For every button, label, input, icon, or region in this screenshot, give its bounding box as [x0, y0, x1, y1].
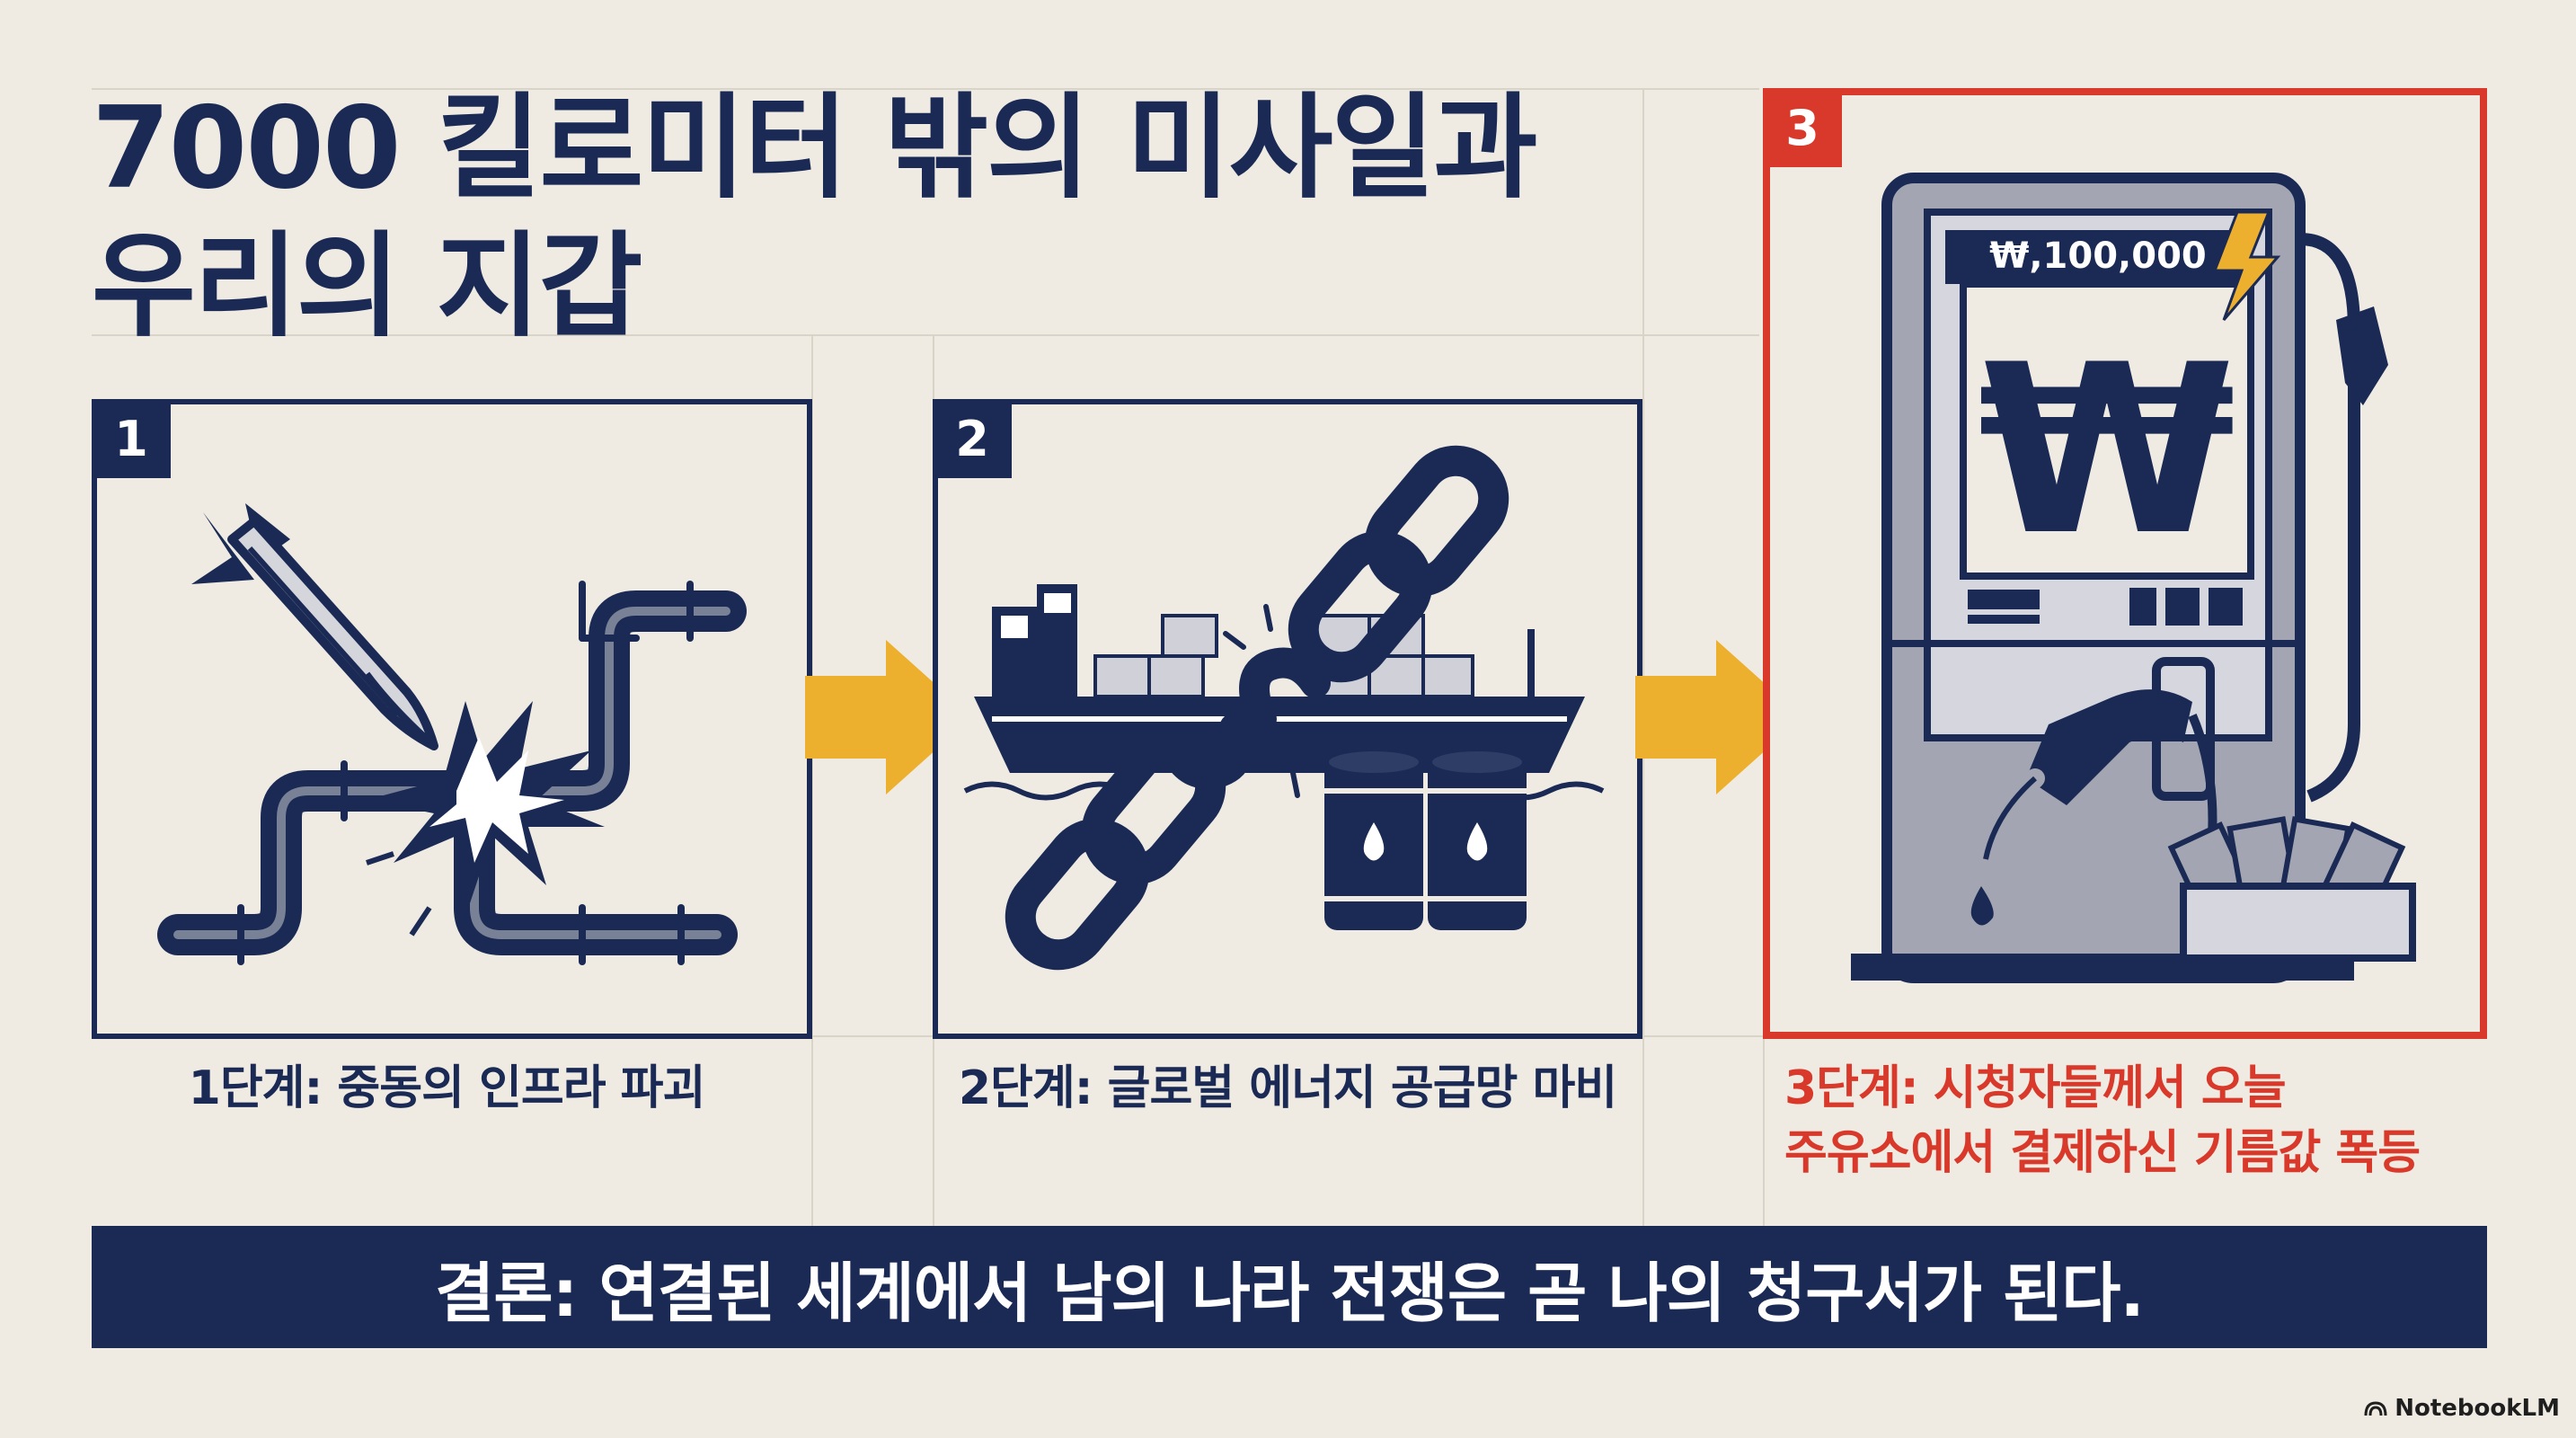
- watermark: NotebookLM: [2364, 1395, 2560, 1422]
- explosion-icon: [366, 701, 605, 936]
- notebooklm-logo-icon: [2364, 1401, 2387, 1416]
- step-3-badge: 3: [1763, 88, 1842, 167]
- guide-line: [92, 334, 1759, 336]
- step-3-illustration: ₩,100,000 ₩: [1851, 173, 2416, 983]
- won-symbol-icon: ₩: [1978, 315, 2236, 587]
- step-2-panel: 2: [933, 399, 1642, 1039]
- step-1-caption: 1단계: 중동의 인프라 파괴: [188, 1061, 706, 1115]
- step-2-caption: 2단계: 글로벌 에너지 공급망 마비: [958, 1061, 1617, 1115]
- cash-tray-icon: [2167, 816, 2416, 962]
- step-3-panel: ₩,100,000 ₩ 3: [1763, 88, 2487, 1039]
- guide-line: [92, 88, 1759, 90]
- fuel-pump-icon: [1851, 173, 2388, 983]
- cargo-ship-icon: [963, 584, 1605, 801]
- lightning-icon: [2212, 210, 2281, 321]
- broken-chain-icon: [1005, 445, 1509, 971]
- guide-line: [811, 334, 813, 1226]
- conclusion-text: 결론: 연결된 세계에서 남의 나라 전쟁은 곧 나의 청구서가 된다.: [435, 1255, 2145, 1331]
- pipeline-icon: [157, 581, 747, 965]
- step-2-illustration: [963, 445, 1605, 971]
- step-2-badge: 2: [933, 399, 1012, 478]
- arrow-1-to-2-icon: [805, 640, 974, 798]
- step-3-caption-line-1: 3단계: 시청자들께서 오늘: [1784, 1061, 2287, 1115]
- step-3-caption: 3단계: 시청자들께서 오늘 주유소에서 결제하신 기름값 폭등: [1763, 1056, 2487, 1185]
- watermark-label: NotebookLM: [2395, 1395, 2560, 1422]
- conclusion-banner: 결론: 연결된 세계에서 남의 나라 전쟁은 곧 나의 청구서가 된다.: [92, 1226, 2487, 1348]
- missile-icon: [191, 503, 438, 750]
- step-3-caption-line-2: 주유소에서 결제하신 기름값 폭등: [1784, 1126, 2421, 1180]
- arrow-2-to-3-icon: [1635, 640, 1804, 798]
- step-1-panel: 1: [92, 399, 812, 1039]
- page-title: 7000 킬로미터 밖의 미사일과 우리의 지갑: [92, 79, 1619, 356]
- title-line-1: 7000 킬로미터 밖의 미사일과: [92, 82, 1537, 214]
- guide-line: [1642, 88, 1644, 1226]
- pump-price: ₩,100,000: [1989, 235, 2207, 277]
- step-1-badge: 1: [92, 399, 171, 478]
- step-1-illustration: [157, 503, 747, 965]
- oil-barrels-icon: [1324, 751, 1527, 930]
- title-line-2: 우리의 지갑: [92, 220, 642, 352]
